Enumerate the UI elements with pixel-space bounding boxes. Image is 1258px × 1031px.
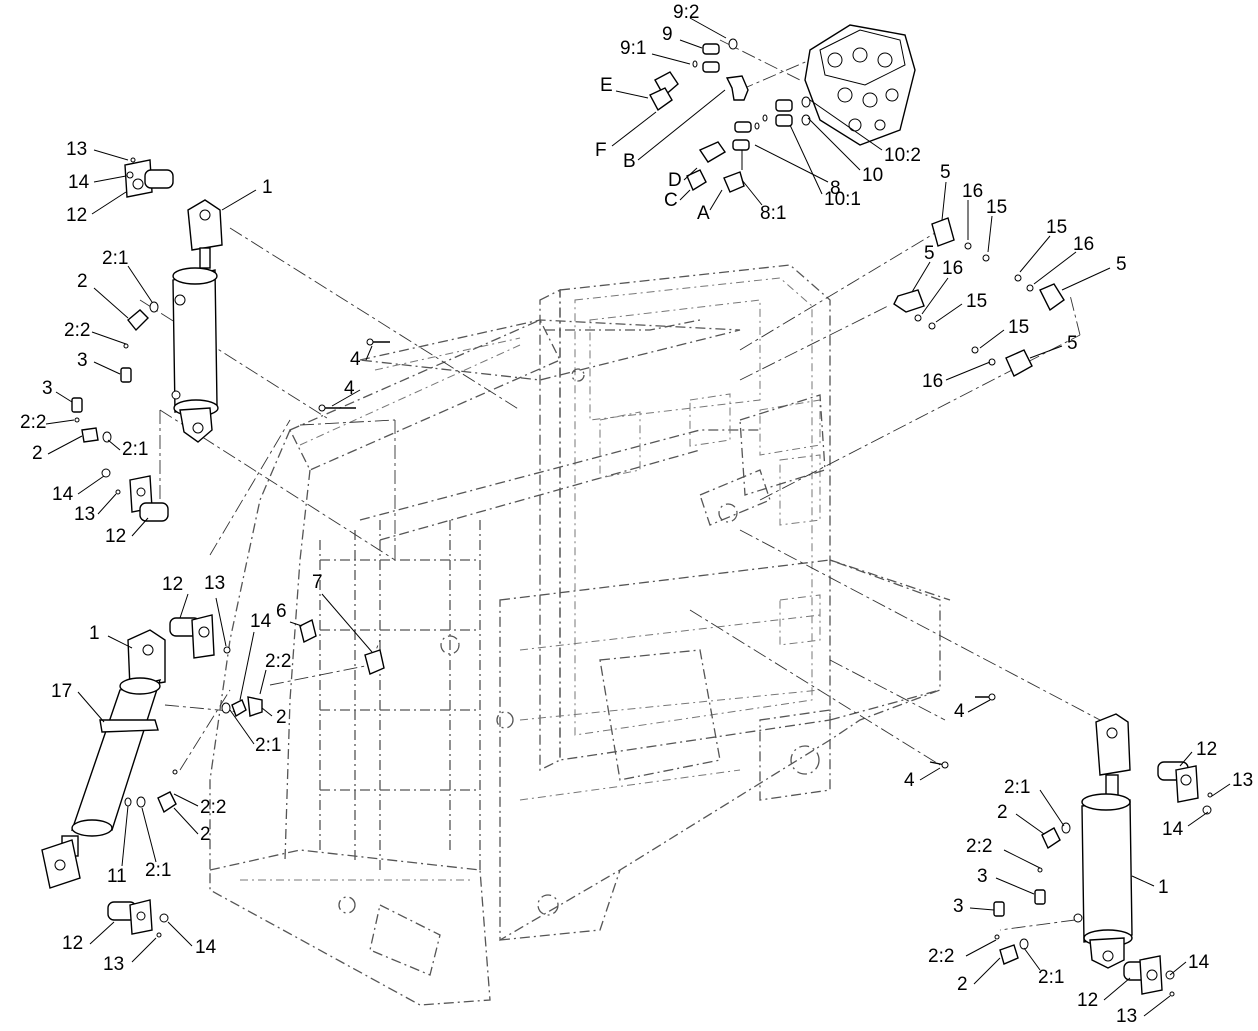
lift-cylinder-lower-left: [41, 629, 166, 889]
callout-label: 14: [68, 172, 90, 193]
callout-label: 5: [940, 162, 951, 183]
callout-label: 14: [1162, 819, 1184, 840]
callout-label: 2: [32, 443, 43, 464]
callout-label: 2: [997, 802, 1008, 823]
callout-label: 13: [103, 954, 124, 975]
callout-label: 2:1: [1038, 967, 1064, 988]
callout-label: 15: [966, 291, 987, 312]
callout-label: 16: [942, 258, 963, 279]
callout-label: 13: [66, 139, 87, 160]
callout-label: 4: [954, 701, 965, 722]
callout-label: C: [664, 190, 678, 211]
callout-label: 14: [195, 937, 217, 958]
callout-label: 16: [962, 181, 983, 202]
control-valve-block: [804, 24, 916, 146]
assembly-center-lines: [139, 39, 1101, 931]
callout-label: 11: [107, 866, 127, 887]
lift-cylinder-right: [1073, 713, 1133, 969]
callout-label: 2: [276, 707, 287, 728]
callout-label: 2:2: [966, 836, 992, 857]
callout-label: 4: [904, 770, 915, 791]
callout-leader-lines: [45, 17, 1231, 1017]
callout-label: 12: [1196, 739, 1217, 760]
fittings-lower-left-cylinder: [124, 769, 178, 814]
callout-label: 9:2: [673, 2, 699, 23]
pin-assembly-right-top: [1157, 761, 1213, 815]
callout-label: 1: [262, 177, 273, 198]
callout-label: 14: [1188, 952, 1210, 973]
callout-label: 2:1: [122, 439, 148, 460]
pin-assembly-lower-left-bottom: [107, 899, 169, 938]
callout-label: 2:1: [102, 248, 128, 269]
callout-label: 13: [204, 573, 225, 594]
callout-label: D: [668, 170, 682, 191]
callout-label: 9: [662, 24, 673, 45]
callout-label: 12: [62, 933, 83, 954]
callout-label: 2:1: [145, 860, 171, 881]
pin-assembly-lower-left-top: [169, 614, 385, 718]
callout-label: 13: [1232, 770, 1253, 791]
callout-label: 2:2: [265, 651, 291, 672]
pin-assembly-middle-left: [101, 468, 169, 522]
callout-label: 3: [42, 378, 53, 399]
callout-label: 4: [344, 378, 355, 399]
callout-label: 12: [162, 574, 183, 595]
callout-label: 14: [52, 484, 74, 505]
callout-label: A: [697, 203, 710, 224]
callout-label: 15: [1008, 317, 1029, 338]
callout-label: F: [595, 140, 607, 161]
callout-label: 12: [66, 205, 87, 226]
callout-label: 13: [1116, 1006, 1137, 1027]
callout-label: 12: [105, 526, 126, 547]
pin-assembly-right-bottom: [1123, 955, 1175, 997]
callout-label: B: [623, 151, 636, 172]
callout-label: 2:2: [200, 797, 226, 818]
lift-cylinder-upper-left: [171, 199, 223, 443]
callout-label: 10:1: [824, 189, 861, 210]
callout-label: 2:2: [20, 412, 46, 433]
callout-label: 5: [1067, 333, 1078, 354]
loader-frame: [209, 264, 951, 1006]
callout-label: 2:1: [1004, 777, 1030, 798]
callout-label: 13: [74, 504, 95, 525]
callout-label: 14: [250, 611, 272, 632]
callout-label: 8: [830, 178, 841, 199]
callout-label: 2: [200, 824, 211, 845]
callout-label: 4: [350, 349, 361, 370]
hydraulic-fittings-top: [649, 38, 811, 193]
callout-label: 2:2: [928, 946, 954, 967]
callout-label: 15: [986, 197, 1007, 218]
callout-label: 12: [1077, 990, 1098, 1011]
callout-label: 3: [77, 350, 88, 371]
callout-label: 3: [953, 896, 964, 917]
pin-assembly-upper-left: [124, 157, 174, 198]
callout-label: 2: [77, 271, 88, 292]
callout-label: 7: [312, 572, 323, 593]
callout-label: 2:1: [255, 735, 281, 756]
callout-label: 5: [924, 243, 935, 264]
callout-label: E: [600, 75, 613, 96]
callout-label: 9:1: [620, 38, 646, 59]
callout-label: 5: [1116, 254, 1127, 275]
callout-label: 8:1: [760, 203, 786, 224]
callout-label: 2: [957, 974, 968, 995]
callout-label: 16: [922, 371, 943, 392]
callout-label: 1: [1158, 877, 1169, 898]
callout-label: 15: [1046, 217, 1067, 238]
callout-label: 3: [977, 866, 988, 887]
callout-label: 1: [89, 623, 100, 644]
callout-label: 17: [51, 681, 72, 702]
callout-label: 16: [1073, 234, 1094, 255]
callout-label: 10: [862, 165, 883, 186]
fittings-upper-left: [71, 301, 159, 443]
hose-clamps: [893, 217, 1065, 377]
callout-label: 2:2: [64, 320, 90, 341]
bolts-4: [318, 338, 996, 769]
callout-label: 10:2: [884, 145, 921, 166]
callout-label: 6: [276, 601, 287, 622]
